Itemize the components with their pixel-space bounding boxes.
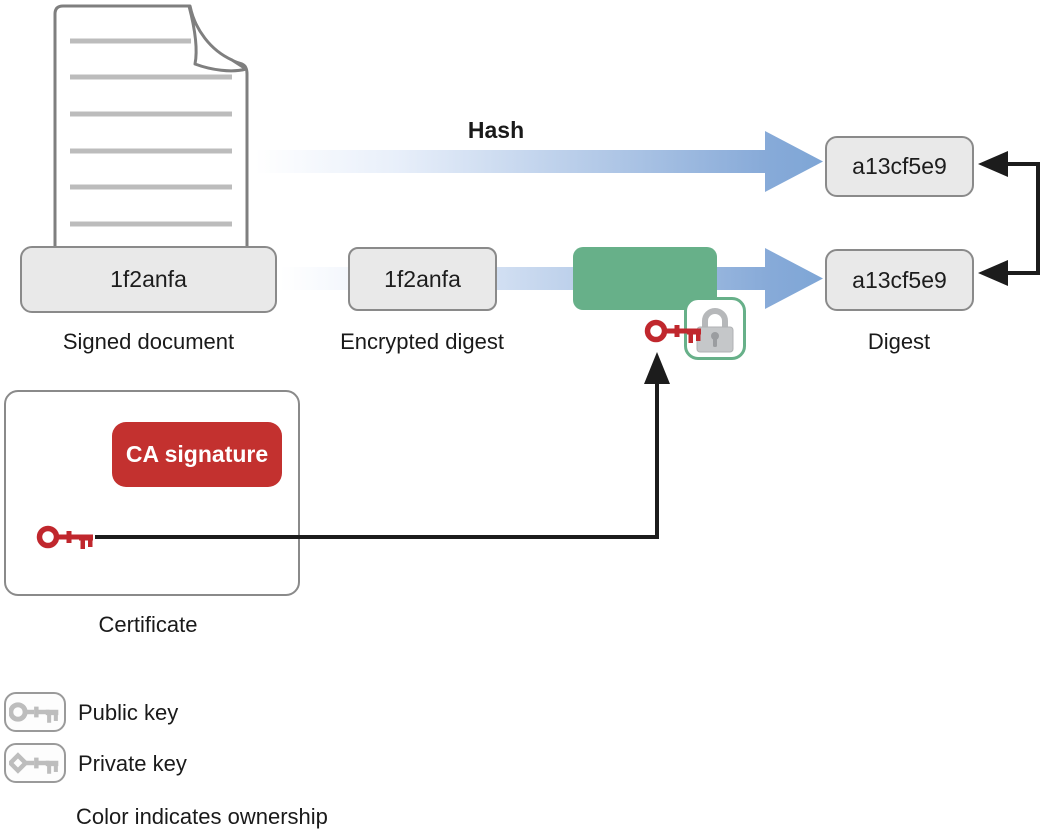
certificate-box xyxy=(4,390,300,596)
encrypted-digest-box: 1f2anfa xyxy=(348,247,497,311)
compare-connector xyxy=(1004,162,1040,275)
ca-signature-badge: CA signature xyxy=(112,422,282,487)
lock-icon xyxy=(696,307,734,352)
legend-private-key-badge xyxy=(4,743,66,783)
encrypted-digest-value: 1f2anfa xyxy=(384,265,461,292)
hash-output-value: a13cf5e9 xyxy=(852,153,947,179)
digest-box: a13cf5e9 xyxy=(825,249,974,311)
ca-signature-label: CA signature xyxy=(125,441,269,467)
hash-label: Hash xyxy=(467,117,525,143)
ownership-note: Color indicates ownership xyxy=(76,804,328,829)
private-key-icon xyxy=(9,752,59,774)
compare-arrowhead-bottom xyxy=(978,260,1008,286)
legend-public-key-label: Public key xyxy=(78,700,179,725)
verify-arrowhead-up xyxy=(644,352,670,384)
hash-output-box: a13cf5e9 xyxy=(825,136,974,197)
legend-public-key-badge xyxy=(4,692,66,732)
public-key-icon xyxy=(9,702,59,723)
compare-arrowhead-top xyxy=(978,151,1008,177)
legend-private-key-label: Private key xyxy=(78,751,187,776)
signed-document-caption: Signed document xyxy=(62,329,235,354)
digest-caption: Digest xyxy=(867,329,931,354)
certificate-caption: Certificate xyxy=(98,612,198,637)
lock-badge xyxy=(684,297,746,360)
digest-value: a13cf5e9 xyxy=(852,266,947,293)
signed-document-digest-value: 1f2anfa xyxy=(110,266,187,292)
signed-document-digest-box: 1f2anfa xyxy=(20,246,277,313)
encrypted-digest-caption: Encrypted digest xyxy=(340,329,504,354)
